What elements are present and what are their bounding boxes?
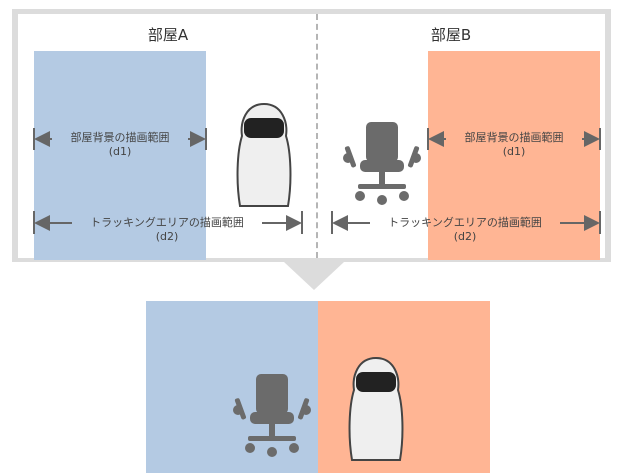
person-with-vr-headset-icon [348, 356, 404, 461]
room-a-d1-text: 部屋背景の描画範囲 [70, 131, 170, 144]
room-a-d2-sub: (d2) [155, 230, 179, 243]
room-a-background-area [34, 51, 206, 260]
composite-room-b-area [318, 301, 490, 473]
room-b-d2-text: トラッキングエリアの描画範囲 [388, 216, 542, 229]
room-a-title: 部屋A [147, 26, 189, 44]
room-a-d2-text: トラッキングエリアの描画範囲 [90, 216, 244, 229]
room-b-background-area [428, 51, 600, 260]
room-b-d1-sub: (d1) [502, 145, 526, 158]
composite-room-a-area [146, 301, 318, 473]
room-divider [316, 14, 318, 258]
room-b-d2-sub: (d2) [453, 230, 477, 243]
room-b-d2-label: トラッキングエリアの描画範囲 (d2) [370, 216, 560, 244]
room-b-d1-label: 部屋背景の描画範囲 (d1) [446, 131, 582, 159]
room-b-d1-text: 部屋背景の描画範囲 [464, 131, 564, 144]
merge-arrow-triangle [284, 262, 344, 290]
room-a-d2-label: トラッキングエリアの描画範囲 (d2) [72, 216, 262, 244]
room-b-title: 部屋B [430, 26, 472, 44]
person-with-vr-headset-icon [236, 102, 292, 207]
office-chair-icon [343, 122, 421, 205]
room-a-d1-label: 部屋背景の描画範囲 (d1) [52, 131, 188, 159]
office-chair-icon [233, 374, 311, 457]
room-a-d1-sub: (d1) [108, 145, 132, 158]
